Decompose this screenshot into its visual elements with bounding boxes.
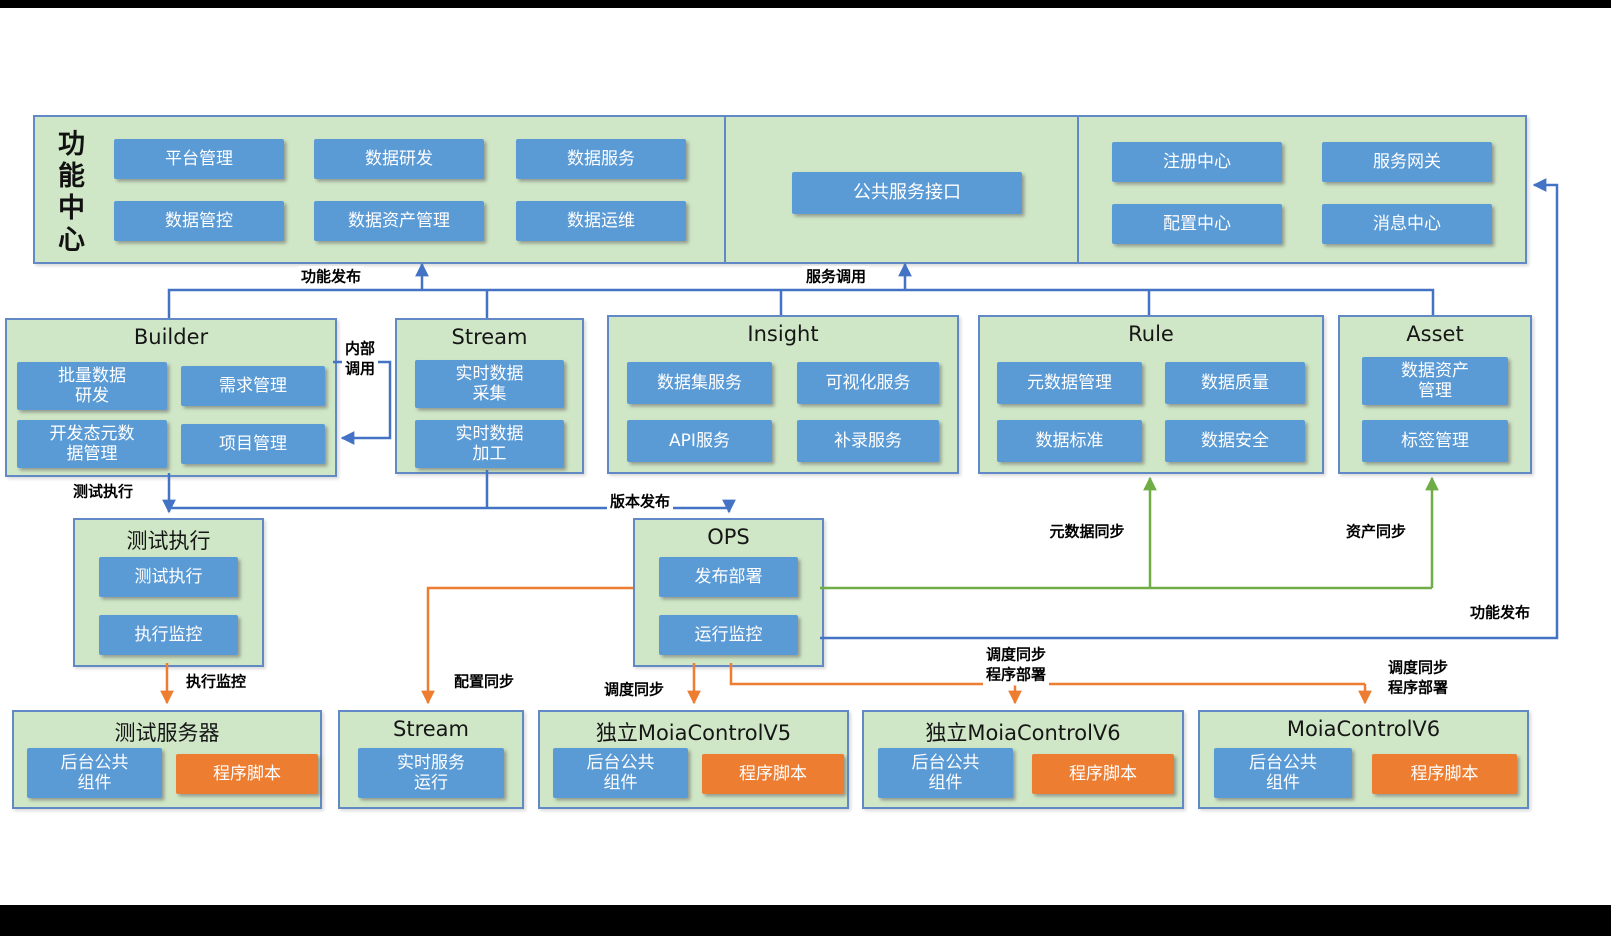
rule-title: Rule (1128, 322, 1174, 346)
bottom-black-bar (0, 905, 1611, 936)
function-center-title: 功能中心 (53, 129, 84, 257)
edge-label-internal-call: 内部 调用 (341, 338, 379, 380)
bus-top-horizontal (167, 288, 1435, 318)
moia-v5-title: 独立MoiaControlV5 (595, 721, 792, 745)
node-data-service: 数据服务 (516, 139, 686, 179)
ops-panel: OPS 发布部署 运行监控 (633, 518, 824, 667)
node-program-script: 程序脚本 (176, 754, 318, 794)
moia-v6-standalone-panel: 独立MoiaControlV6 后台公共 组件 程序脚本 (862, 710, 1184, 809)
edge-label-metadata-sync: 元数据同步 (1046, 521, 1128, 543)
node-requirement-management: 需求管理 (181, 366, 325, 406)
node-program-script: 程序脚本 (1372, 754, 1517, 794)
function-center-panel: 功能中心 平台管理 数据研发 数据服务 数据管控 数据资产管理 数据运维 公共服… (33, 115, 1527, 264)
panel-divider-right (1077, 117, 1079, 262)
node-data-asset-management: 数据资产管理 (314, 201, 484, 241)
moia-v6-standalone-title: 独立MoiaControlV6 (925, 721, 1121, 745)
node-data-development: 数据研发 (314, 139, 484, 179)
edge-label-function-publish-right: 功能发布 (1466, 602, 1534, 624)
edge-label-function-publish-top: 功能发布 (297, 266, 365, 288)
asset-panel: Asset 数据资产 管理 标签管理 (1338, 315, 1532, 474)
edge-label-dispatch-deploy-left: 调度同步 程序部署 (982, 644, 1050, 686)
test-exec-title: 测试执行 (126, 529, 211, 553)
stream-server-title: Stream (393, 717, 469, 741)
edge-label-dispatch-sync: 调度同步 (600, 679, 668, 701)
node-dev-metadata-management: 开发态元数 据管理 (17, 420, 167, 468)
node-data-control: 数据管控 (114, 201, 284, 241)
node-config-center: 配置中心 (1112, 204, 1282, 244)
node-realtime-data-process: 实时数据 加工 (415, 420, 564, 468)
node-platform-management: 平台管理 (114, 139, 284, 179)
edge-label-test-execution: 测试执行 (69, 481, 137, 503)
edge-label-execution-monitor: 执行监控 (182, 671, 250, 693)
node-batch-data-dev: 批量数据 研发 (17, 362, 167, 410)
node-project-management: 项目管理 (181, 424, 325, 464)
edge-label-config-sync: 配置同步 (450, 671, 518, 693)
edge-label-asset-sync: 资产同步 (1342, 521, 1410, 543)
edge-label-version-publish: 版本发布 (606, 491, 674, 513)
node-realtime-data-collect: 实时数据 采集 (415, 360, 564, 408)
insight-title: Insight (747, 322, 819, 346)
builder-title: Builder (133, 325, 209, 349)
test-server-panel: 测试服务器 后台公共 组件 程序脚本 (12, 710, 322, 809)
node-data-quality: 数据质量 (1165, 362, 1305, 404)
test-server-title: 测试服务器 (114, 721, 220, 745)
node-service-gateway: 服务网关 (1322, 142, 1492, 182)
asset-title: Asset (1406, 322, 1464, 346)
node-backend-components: 后台公共 组件 (1214, 748, 1352, 798)
insight-panel: Insight 数据集服务 可视化服务 API服务 补录服务 (607, 315, 959, 474)
node-data-standard: 数据标准 (997, 420, 1142, 462)
stream-title: Stream (451, 325, 528, 349)
stream-panel: Stream 实时数据 采集 实时数据 加工 (395, 318, 584, 474)
moia-v6-title: MoiaControlV6 (1286, 717, 1441, 741)
builder-panel: Builder 批量数据 研发 需求管理 开发态元数 据管理 项目管理 (5, 318, 337, 477)
node-realtime-service-run: 实时服务 运行 (358, 748, 504, 798)
node-label-management: 标签管理 (1362, 420, 1508, 462)
node-registry-center: 注册中心 (1112, 142, 1282, 182)
node-test-execution: 测试执行 (99, 557, 238, 597)
node-program-script: 程序脚本 (702, 754, 844, 794)
test-exec-panel: 测试执行 测试执行 执行监控 (73, 518, 264, 667)
node-supplement-service: 补录服务 (797, 420, 939, 462)
node-asset-management: 数据资产 管理 (1362, 357, 1508, 405)
edge-label-service-call: 服务调用 (802, 266, 870, 288)
edge-label-dispatch-deploy-right: 调度同步 程序部署 (1384, 657, 1452, 699)
node-message-center: 消息中心 (1322, 204, 1492, 244)
node-running-monitor: 运行监控 (659, 615, 798, 655)
node-data-security: 数据安全 (1165, 420, 1305, 462)
top-black-bar (0, 0, 1611, 8)
node-backend-components: 后台公共 组件 (878, 748, 1013, 798)
node-metadata-management: 元数据管理 (997, 362, 1142, 404)
node-visualization-service: 可视化服务 (797, 362, 939, 404)
node-backend-components: 后台公共 组件 (553, 748, 688, 798)
node-execution-monitor: 执行监控 (99, 615, 238, 655)
node-backend-components: 后台公共 组件 (27, 748, 162, 798)
node-public-service-api: 公共服务接口 (792, 172, 1022, 214)
node-data-operations: 数据运维 (516, 201, 686, 241)
panel-divider-left (724, 117, 726, 262)
node-program-script: 程序脚本 (1032, 754, 1174, 794)
moia-v5-panel: 独立MoiaControlV5 后台公共 组件 程序脚本 (538, 710, 849, 809)
moia-v6-panel: MoiaControlV6 后台公共 组件 程序脚本 (1198, 710, 1529, 809)
ops-title: OPS (707, 525, 750, 549)
stream-server-panel: Stream 实时服务 运行 (338, 710, 524, 809)
node-publish-deploy: 发布部署 (659, 557, 798, 597)
node-dataset-service: 数据集服务 (627, 362, 772, 404)
rule-panel: Rule 元数据管理 数据质量 数据标准 数据安全 (978, 315, 1324, 474)
node-api-service: API服务 (627, 420, 772, 462)
